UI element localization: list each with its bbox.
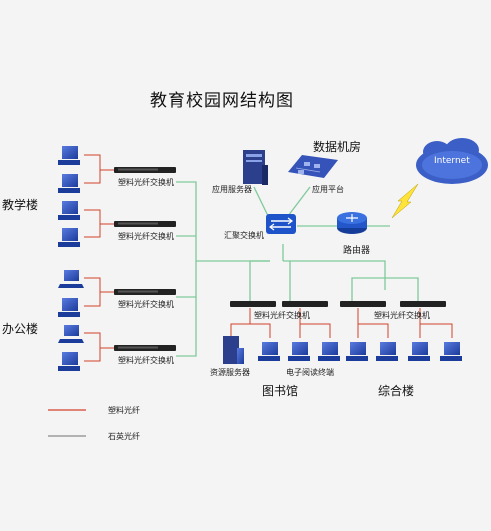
quartz-fiber-links [176, 181, 419, 357]
app-server-icon [243, 150, 268, 185]
fiber-switch-complex-1 [340, 301, 386, 307]
office-building-label: 办公楼 [2, 322, 39, 336]
fiber-switch-label: 塑料光纤交换机 [118, 356, 174, 365]
pc-icon [408, 342, 430, 361]
pc-icon [58, 228, 80, 247]
fiber-switch-teaching-1 [114, 167, 176, 173]
e-reader-label: 电子阅读终端 [286, 368, 334, 377]
legend-plastic-label: 塑料光纤 [108, 406, 140, 415]
router-label: 路由器 [343, 246, 371, 256]
pc-icon [58, 201, 80, 220]
app-server-label: 应用服务器 [212, 185, 252, 194]
pc-icon [258, 342, 280, 361]
complex-building-label: 综合楼 [378, 384, 415, 398]
app-platform-icon [288, 155, 338, 178]
pc-icon [376, 342, 398, 361]
plastic-fiber-links [84, 154, 453, 362]
fiber-switch-complex-2 [400, 301, 446, 307]
fiber-switch-label: 塑料光纤交换机 [374, 311, 430, 320]
pc-icon [58, 146, 80, 165]
data-center-label: 数据机房 [313, 140, 362, 154]
fiber-switch-label: 塑料光纤交换机 [118, 300, 174, 309]
internet-label: Internet [434, 156, 470, 166]
pc-icon [58, 352, 80, 371]
wireless-link-bolt [391, 183, 419, 219]
laptop-icon [58, 325, 84, 343]
router-icon [337, 212, 367, 234]
e-reader-terminal-icon [288, 342, 310, 361]
core-switch-icon [266, 214, 296, 234]
fiber-switch-library-2 [282, 301, 328, 307]
pc-icon [58, 174, 80, 193]
resource-server-label: 资源服务器 [210, 368, 250, 377]
fiber-switch-office-1 [114, 289, 176, 295]
internet-cloud-icon [416, 138, 488, 184]
fiber-switch-office-2 [114, 345, 176, 351]
diagram-title: 教育校园网结构图 [150, 91, 294, 111]
fiber-switch-label: 塑料光纤交换机 [118, 232, 174, 241]
app-platform-label: 应用平台 [312, 185, 344, 194]
core-switch-label: 汇聚交换机 [224, 231, 264, 240]
legend-quartz-label: 石英光纤 [108, 432, 140, 441]
fiber-switch-label: 塑料光纤交换机 [118, 178, 174, 187]
fiber-switch-label: 塑料光纤交换机 [254, 311, 310, 320]
e-reader-terminal-icon [318, 342, 340, 361]
resource-server-icon [223, 336, 244, 364]
fiber-switch-library-1 [230, 301, 276, 307]
fiber-switch-teaching-2 [114, 221, 176, 227]
teaching-building-label: 教学楼 [2, 198, 39, 212]
library-label: 图书馆 [262, 384, 299, 398]
pc-icon [440, 342, 462, 361]
pc-icon [346, 342, 368, 361]
laptop-icon [58, 270, 84, 288]
pc-icon [58, 298, 80, 317]
